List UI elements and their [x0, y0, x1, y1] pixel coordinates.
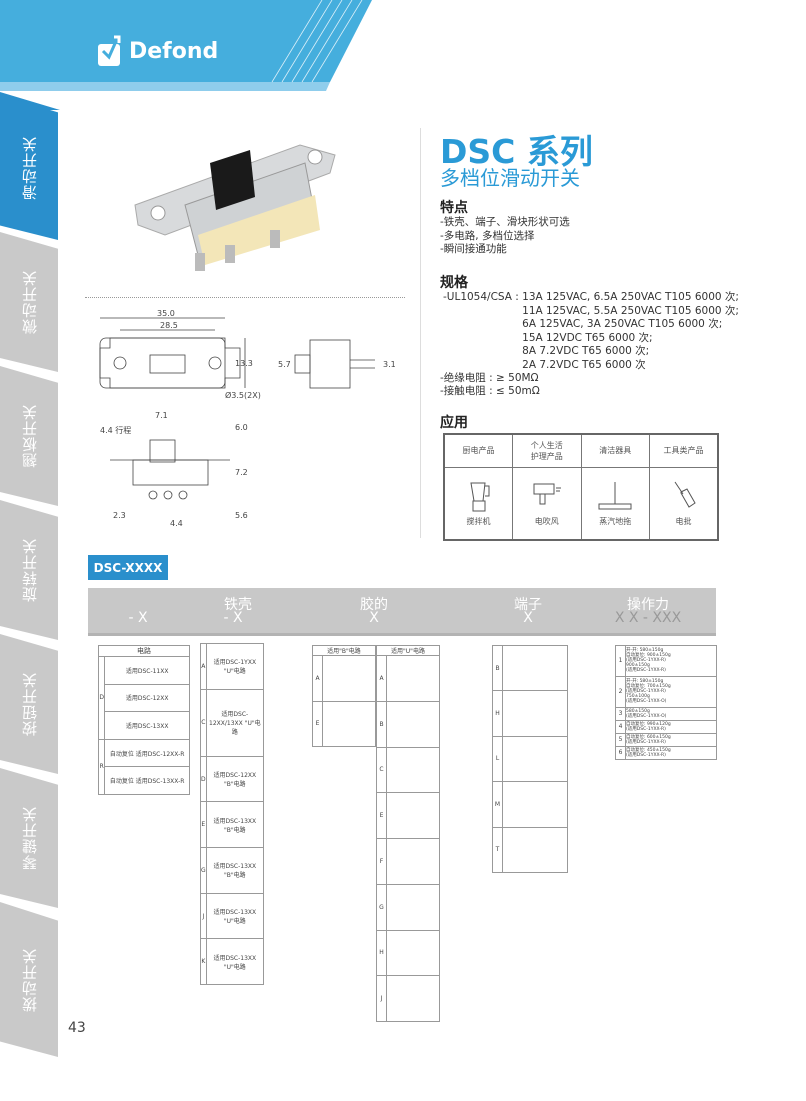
steam-mop-icon — [598, 481, 632, 510]
dim-7-2: 7.2 — [235, 468, 248, 477]
terminal-table: B H L M T — [492, 644, 568, 874]
check-logo-icon — [98, 35, 121, 66]
model-code-badge: DSC-XXXX — [88, 555, 168, 580]
label-terminal: 端子 — [514, 597, 542, 613]
code-terminal: X — [523, 610, 533, 626]
dim-3-1: 3.1 — [383, 360, 396, 369]
header-banner — [0, 0, 372, 110]
spec-contact: -接触电阻 : ≤ 50mΩ — [440, 385, 540, 397]
hair-dryer-icon — [533, 483, 561, 505]
features-list: -铁壳、端子、滑块形状可选-多电路, 多档位选择-瞬间接通功能 — [440, 216, 570, 255]
body-table-b: 适用"B"电路 A E — [312, 645, 376, 747]
spec-insulation: -绝缘电阻 : ≥ 50MΩ — [440, 372, 539, 384]
sidebar-tab-slide[interactable]: 滑动开关 — [0, 95, 58, 240]
sidebar-tab-toggle[interactable]: 拨动开关 — [0, 902, 58, 1057]
code-circuit: - X — [128, 610, 148, 626]
label-shell: 铁壳 — [224, 597, 252, 613]
application-table: 厨电产品 个人生活 护理产品 清洁器具 工具类产品 搅拌机 电吹风 蒸汽地拖 电… — [443, 433, 719, 541]
code-body: X — [369, 610, 379, 626]
product-subtitle: 多档位滑动开关 — [440, 166, 580, 190]
code-force: X X - XXX — [614, 610, 682, 626]
dim-4-4: 4.4 — [170, 519, 183, 528]
dim-28-5: 28.5 — [160, 321, 178, 330]
model-code-band: - X 铁壳 - X 胶的 X 端子 X 操作力 X X - XXX — [88, 588, 716, 636]
features-heading: 特点 — [440, 200, 468, 216]
dim-hole: Ø3.5(2X) — [225, 390, 261, 400]
screwdriver-icon — [674, 481, 696, 508]
dim-13-3: 13.3 — [235, 359, 253, 368]
dimension-drawing: 35.0 28.5 13.3 Ø3.5(2X) 5.7 3.1 7.1 4.4 … — [99, 309, 396, 528]
dim-5-7: 5.7 — [278, 360, 291, 369]
application-heading: 应用 — [440, 415, 468, 431]
label-body: 胶的 — [360, 597, 388, 613]
product-photo — [134, 144, 336, 271]
specs-heading: 规格 — [440, 275, 468, 291]
code-shell: - X — [223, 610, 243, 626]
sidebar-tab-rotary[interactable]: 旋转开关 — [0, 500, 58, 640]
page-number: 43 — [68, 1020, 86, 1036]
brand-logo: Defond — [97, 35, 218, 67]
body-table-u: 适用"U"电路 A B C E F G H J — [376, 645, 440, 1022]
dim-travel: 4.4 行程 — [100, 425, 131, 435]
brand-name: Defond — [129, 38, 219, 64]
divider — [85, 297, 405, 298]
sidebar-tab-piano[interactable]: 琴键开关 — [0, 768, 58, 908]
sidebar-tab-micro[interactable]: 微动开关 — [0, 232, 58, 372]
dim-6-0: 6.0 — [235, 423, 248, 432]
sidebar-tab-rocker[interactable]: 翘板开关 — [0, 366, 58, 506]
blender-icon — [469, 482, 489, 512]
dim-5-6: 5.6 — [235, 511, 248, 520]
dim-2-3: 2.3 — [113, 511, 126, 520]
product-title: DSC 系列 — [440, 132, 593, 171]
divider — [420, 128, 421, 538]
specs-ul: -UL1054/CSA : 13A 125VAC, 6.5A 250VAC T1… — [443, 291, 739, 371]
label-force: 操作力 — [627, 597, 669, 613]
sidebar-tab-push[interactable]: 按钮开关 — [0, 634, 58, 774]
dim-7-1: 7.1 — [155, 411, 168, 420]
dim-35: 35.0 — [157, 309, 175, 318]
